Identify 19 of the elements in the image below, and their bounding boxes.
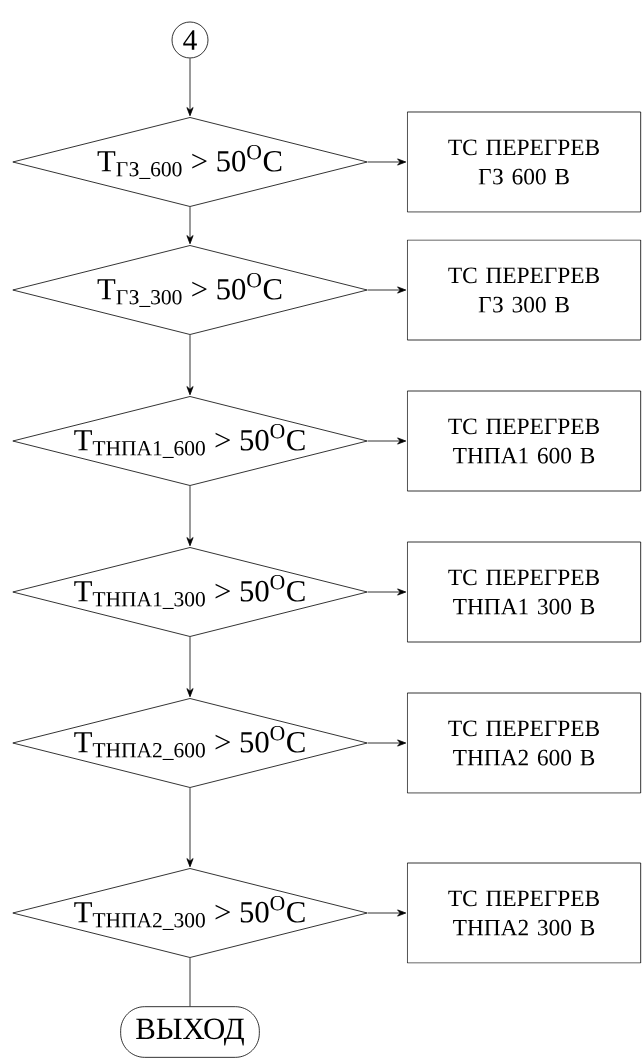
arrow [367, 909, 407, 917]
process-box: ТС ПЕРЕГРЕВ ГЗ 600 В [406, 111, 642, 213]
process-box: ТС ПЕРЕГРЕВ ТНПА1 600 В [406, 390, 642, 492]
arrow [367, 286, 407, 294]
arrow [186, 206, 194, 245]
arrow [367, 588, 407, 596]
arrow [186, 636, 194, 698]
arrow [186, 787, 194, 868]
arrow [367, 158, 407, 166]
process-box: ТС ПЕРЕГРЕВ ТНПА2 300 В [406, 862, 642, 964]
arrow [186, 334, 194, 396]
process-box: ТС ПЕРЕГРЕВ ТНПА1 300 В [406, 541, 642, 643]
arrow [367, 437, 407, 445]
process-box: ТС ПЕРЕГРЕВ ТНПА2 600 В [406, 692, 642, 794]
arrow [367, 739, 407, 747]
arrow [186, 58, 194, 117]
terminal-box: ВЫХОД [120, 1006, 260, 1058]
arrow [186, 485, 194, 547]
process-box: ТС ПЕРЕГРЕВ ГЗ 300 В [406, 239, 642, 341]
